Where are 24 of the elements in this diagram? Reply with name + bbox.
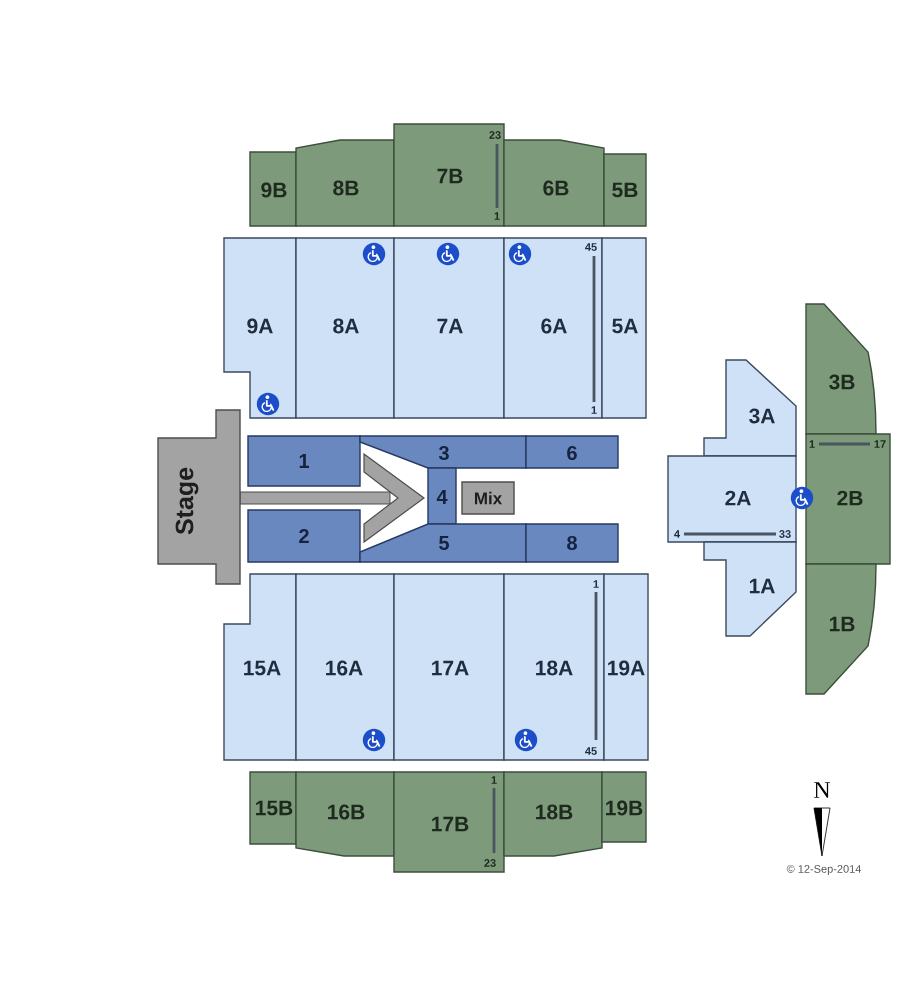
- floor-section: 4: [427, 467, 457, 525]
- seating-section: 3A: [703, 359, 797, 457]
- seating-section: 9A: [223, 237, 297, 419]
- seating-section: 5B: [603, 153, 647, 227]
- seating-section: 1A: [703, 541, 797, 637]
- seating-section: 15B: [249, 771, 297, 845]
- seating-section: 17A: [393, 573, 505, 761]
- seating-section: 9B: [249, 151, 297, 227]
- seating-section: 5A: [601, 237, 647, 419]
- floor-section: 2: [247, 509, 361, 563]
- seating-section: 3B: [805, 303, 877, 435]
- seating-section: 7A: [393, 237, 505, 419]
- seating-section: 1B: [805, 563, 877, 695]
- seating-section: 16A: [295, 573, 395, 761]
- floor-section: 6: [525, 435, 619, 469]
- stage: Stage: [157, 409, 241, 585]
- seating-section: 19A: [603, 573, 649, 761]
- floor-section: 1: [247, 435, 361, 487]
- seating-section: 19B: [601, 771, 647, 843]
- seating-section: 8A: [295, 237, 395, 419]
- compass-letter: N: [814, 782, 831, 798]
- floor-section: 8: [525, 523, 619, 563]
- seating-section: 15A: [223, 573, 297, 761]
- mix-position: Mix: [461, 481, 515, 515]
